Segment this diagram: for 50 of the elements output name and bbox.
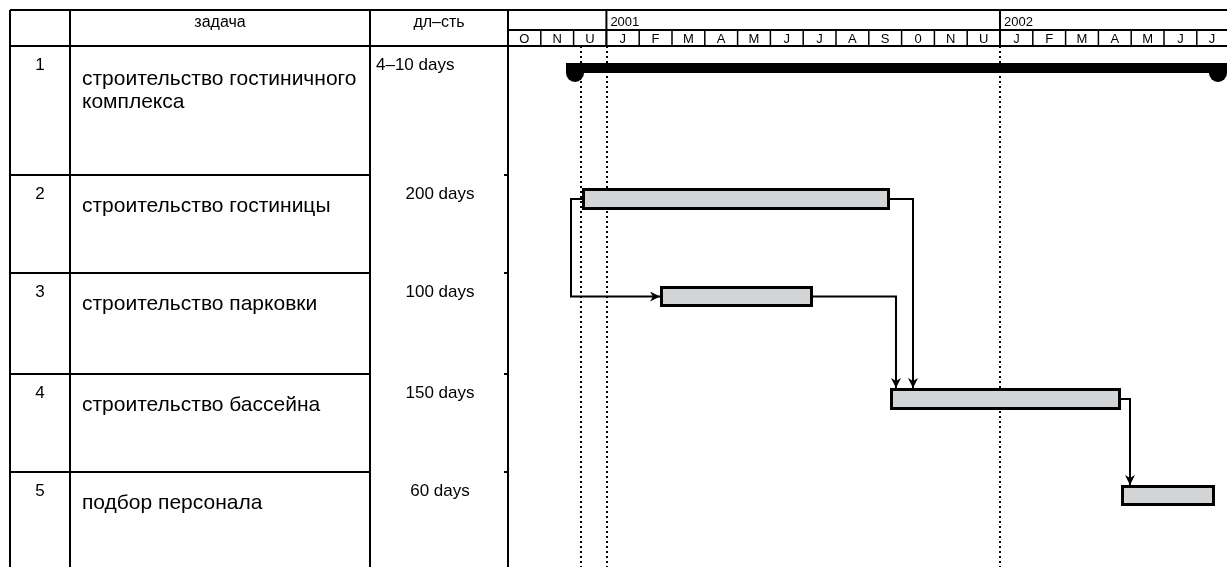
duration-value: 100 days — [404, 283, 476, 302]
duration-value: 150 days — [404, 384, 476, 403]
month-label: S — [879, 31, 891, 46]
month-label: J — [782, 31, 792, 46]
month-label: J — [1176, 31, 1185, 46]
month-label: O — [518, 31, 531, 46]
summary-bar — [566, 63, 1227, 85]
row-number: 3 — [34, 283, 46, 302]
dependency-arrow — [812, 295, 901, 389]
task-name: строительство парковки — [82, 291, 319, 315]
month-label: U — [977, 31, 990, 46]
month-label: N — [945, 31, 957, 46]
row-number: 1 — [34, 56, 46, 75]
row-number: 5 — [34, 482, 46, 501]
dependency-arrow — [889, 198, 918, 389]
month-label: A — [847, 31, 858, 46]
month-label: J — [618, 31, 628, 46]
year-label: 2001 — [610, 13, 641, 30]
row-number: 2 — [34, 185, 46, 204]
task-bar — [1121, 485, 1215, 506]
column-header: задача — [193, 12, 247, 32]
month-label: A — [715, 31, 727, 46]
row-number: 4 — [34, 384, 46, 403]
month-label: M — [1075, 31, 1089, 46]
month-label: J — [1012, 31, 1021, 46]
task-name: подбор персонала — [82, 490, 264, 514]
month-label: J — [1207, 31, 1217, 46]
task-name: строительство гостиницы — [82, 193, 332, 217]
year-label: 2002 — [1004, 13, 1034, 30]
month-label: 0 — [913, 31, 923, 46]
month-label: U — [584, 31, 596, 46]
month-label: F — [1044, 31, 1055, 46]
duration-value: 60 days — [409, 482, 471, 501]
month-label: N — [551, 31, 563, 46]
column-header: дл–сть — [412, 12, 466, 32]
dependency-arrow — [570, 198, 661, 302]
month-label: M — [681, 31, 695, 46]
duration-value: 4–10 days — [376, 56, 456, 75]
month-label: A — [1109, 31, 1121, 46]
month-label: M — [747, 31, 761, 46]
task-bar — [660, 286, 813, 307]
task-bar — [582, 188, 890, 210]
month-label: M — [1141, 31, 1154, 46]
task-name: строительство гостиничного комплекса — [82, 66, 358, 113]
duration-value: 200 days — [404, 185, 476, 204]
month-label: J — [815, 31, 824, 46]
task-name: строительство бассейна — [82, 392, 322, 416]
month-label: F — [650, 31, 661, 46]
task-bar — [890, 388, 1121, 410]
dependency-arrow — [1120, 398, 1135, 486]
